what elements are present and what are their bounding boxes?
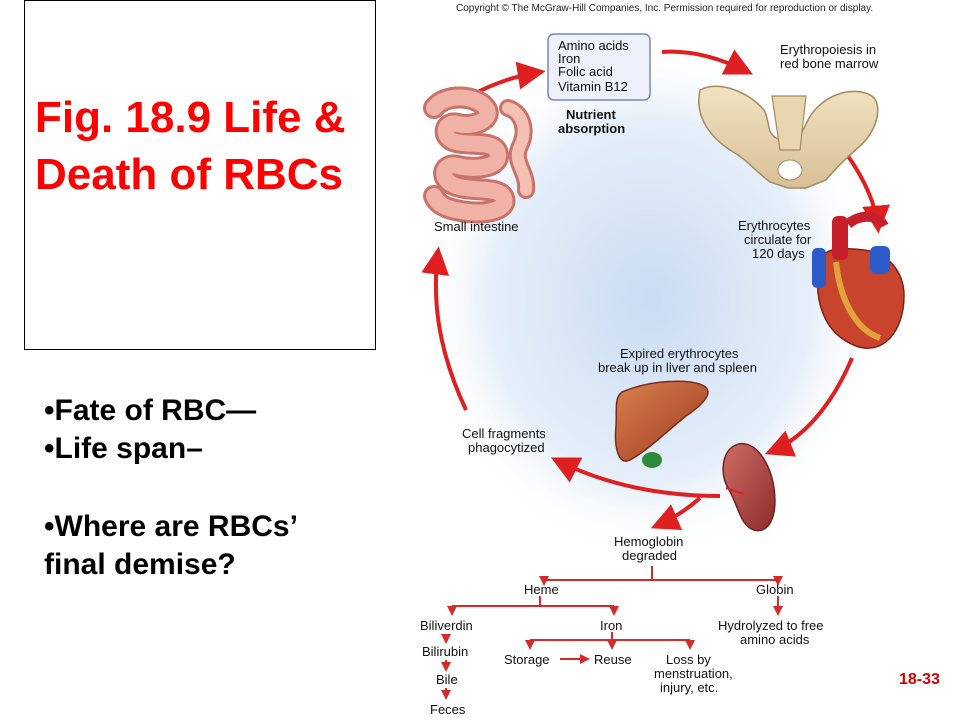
spleen-illustration xyxy=(722,443,776,532)
bile-label: Bile xyxy=(436,672,458,687)
loss-label-line1: Loss by xyxy=(666,652,711,667)
fragments-label-line2: phagocytized xyxy=(468,440,545,455)
nutrient-box xyxy=(547,33,651,101)
circulate-label-line1: Erythrocytes xyxy=(738,218,811,233)
hydrolyzed-label-line1: Hydrolyzed to free xyxy=(718,618,824,633)
nutrient-vitamin-b12: Vitamin B12 xyxy=(558,79,628,94)
iron-label: Iron xyxy=(600,618,622,633)
heart-illustration xyxy=(812,211,905,349)
feces-label: Feces xyxy=(430,702,466,717)
breakdown-connectors xyxy=(441,566,783,700)
slide-title: Fig. 18.9 Life & Death of RBCs xyxy=(35,93,346,199)
erythropoiesis-label-line2: red bone marrow xyxy=(780,56,879,71)
loss-label-line2: menstruation, xyxy=(654,666,733,681)
cycle-arrow-spleen-to-hemoglobin xyxy=(650,496,702,531)
erythropoiesis-label-line1: Erythropoiesis in xyxy=(780,42,876,57)
expired-label-line2: break up in liver and spleen xyxy=(598,360,757,375)
storage-label: Storage xyxy=(504,652,550,667)
expired-label-line1: Expired erythrocytes xyxy=(620,346,739,361)
bullet-life-span: •Life span– xyxy=(44,432,203,465)
cycle-arrow-fragments-to-intestine xyxy=(421,246,468,411)
nutrient-label-line2: absorption xyxy=(558,121,625,136)
heme-label: Heme xyxy=(524,582,559,597)
loss-label-line3: injury, etc. xyxy=(660,680,718,695)
bilirubin-label: Bilirubin xyxy=(422,644,468,659)
cycle-arrow-spleen-to-fragments xyxy=(550,457,721,498)
circulate-label-line2: circulate for xyxy=(744,232,812,247)
nutrient-folic-acid: Folic acid xyxy=(558,64,613,79)
bullet-spacer xyxy=(44,468,364,508)
small-intestine-label: Small intestine xyxy=(434,219,519,234)
fragments-label-line1: Cell fragments xyxy=(462,426,546,441)
liver-illustration xyxy=(614,380,709,468)
reuse-label: Reuse xyxy=(594,652,632,667)
pelvis-illustration xyxy=(698,85,879,189)
biliverdin-label: Biliverdin xyxy=(420,618,473,633)
cycle-arrow-heart-to-spleen xyxy=(764,357,854,457)
cycle-arrow-nutrients-to-marrow xyxy=(661,49,754,75)
hydrolyzed-label-line2: amino acids xyxy=(740,632,810,647)
nutrient-label-line1: Nutrient xyxy=(566,107,617,122)
bullet-fate: •Fate of RBC— xyxy=(44,394,257,427)
nutrient-iron: Iron xyxy=(558,51,580,66)
globin-label: Globin xyxy=(756,582,794,597)
nutrient-amino-acids: Amino acids xyxy=(558,38,629,53)
circulate-label-line3: 120 days xyxy=(752,246,805,261)
slide-number: 18-33 xyxy=(899,671,940,688)
bullet-list: •Fate of RBC— •Life span– •Where are RBC… xyxy=(44,392,364,584)
title-box: Fig. 18.9 Life & Death of RBCs xyxy=(24,0,376,350)
hemoglobin-label-line1: Hemoglobin xyxy=(614,534,683,549)
hemoglobin-label-line2: degraded xyxy=(622,548,677,563)
bullet-final-demise: •Where are RBCs’ final demise? xyxy=(44,510,297,581)
small-intestine-illustration xyxy=(423,86,536,224)
copyright-notice: Copyright © The McGraw-Hill Companies, I… xyxy=(456,3,874,14)
